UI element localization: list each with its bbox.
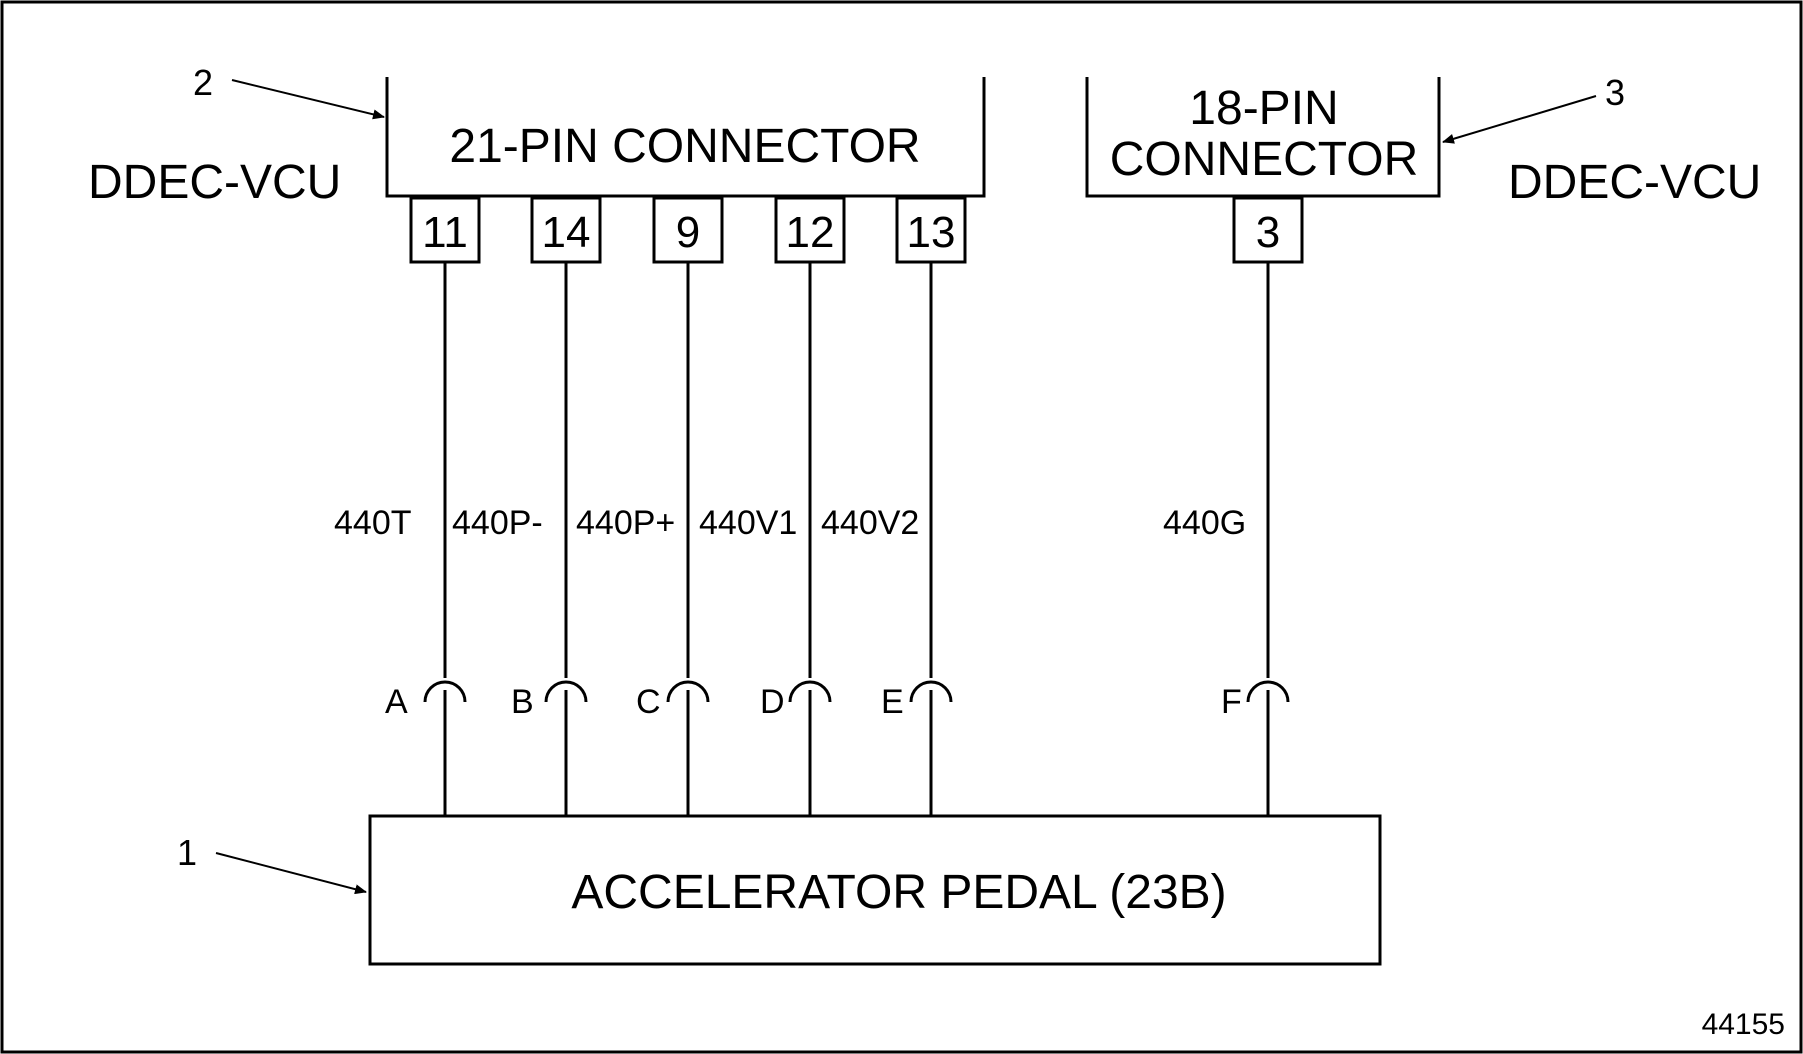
left-module-label: DDEC-VCU [88, 156, 341, 209]
right-connector-body [1085, 77, 1441, 198]
wire-label-440T: 440T [334, 504, 412, 542]
wire-label-440V2: 440V2 [821, 504, 919, 542]
pin-label-9: 9 [676, 208, 700, 257]
figure-number: 44155 [1702, 1008, 1785, 1041]
wire-label-440V1: 440V1 [699, 504, 797, 542]
callout-3: 3 [1605, 72, 1625, 113]
callout-1: 1 [177, 832, 197, 873]
accelerator-pedal-label: ACCELERATOR PEDAL (23B) [571, 866, 1226, 919]
pin-label-12: 12 [786, 208, 835, 257]
socket-letter-D: D [760, 683, 785, 721]
socket-letter-A: A [385, 683, 408, 721]
socket-letter-F: F [1221, 683, 1242, 721]
right-module-label: DDEC-VCU [1508, 156, 1761, 209]
socket-B [544, 680, 588, 703]
socket-A [423, 680, 467, 703]
pin-label-14: 14 [542, 208, 591, 257]
callout-2-arrow [231, 79, 385, 120]
wire-label-440G: 440G [1163, 504, 1246, 542]
wire-label-440P-plus: 440P+ [576, 504, 675, 542]
socket-letter-B: B [511, 683, 534, 721]
callout-3-arrow [1442, 95, 1597, 144]
socket-D [788, 680, 832, 703]
right-connector-title-line1: 18-PIN [1189, 82, 1338, 135]
pin-label-3: 3 [1256, 208, 1280, 257]
pin-label-11: 11 [422, 208, 468, 257]
callout-1-arrow [215, 852, 367, 895]
pin-label-13: 13 [907, 208, 956, 257]
accelerator-pedal-box [368, 814, 1382, 966]
wire-label-440P-minus: 440P- [452, 504, 543, 542]
socket-F [1246, 680, 1290, 703]
left-connector-body [385, 77, 986, 198]
callout-2: 2 [193, 62, 213, 103]
socket-letter-E: E [881, 683, 904, 721]
right-connector-title-line2: CONNECTOR [1110, 133, 1418, 186]
left-connector-title: 21-PIN CONNECTOR [449, 120, 920, 173]
socket-C [666, 680, 710, 703]
socket-E [909, 680, 953, 703]
socket-letter-C: C [636, 683, 661, 721]
